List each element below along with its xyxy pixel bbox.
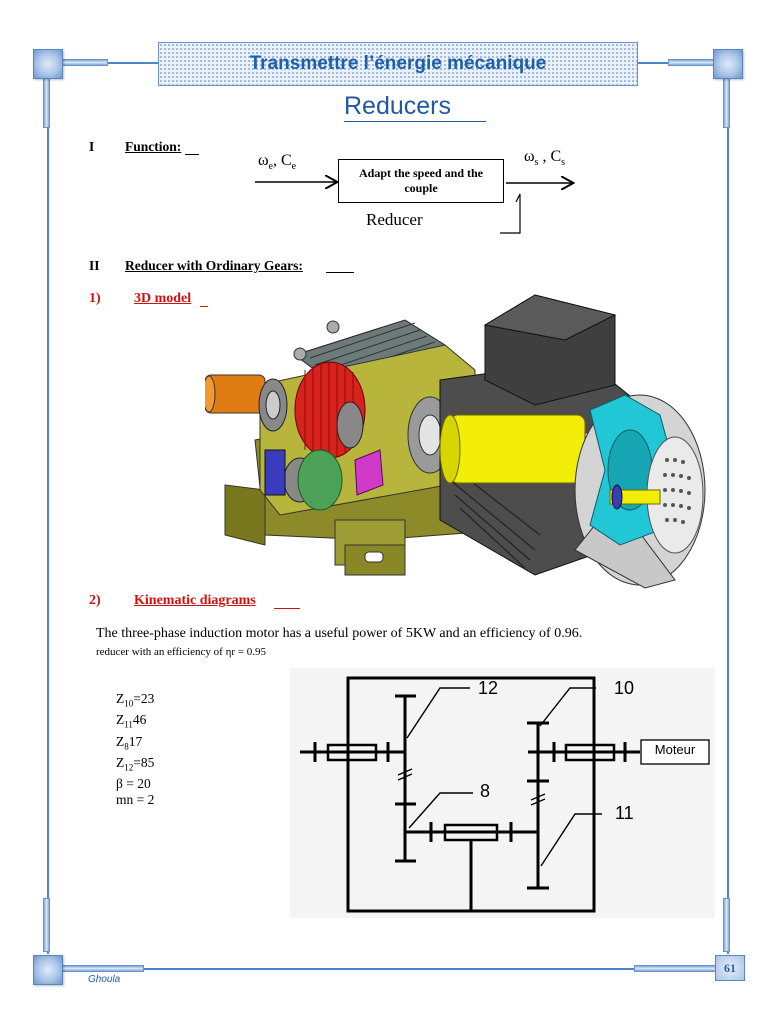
banner-title: Transmettre l’énergie mécanique [249, 53, 547, 74]
title-banner: Transmettre l’énergie mécanique [158, 42, 638, 86]
reducer-3d-model [205, 294, 706, 589]
corner-ornament-top-right [713, 49, 743, 79]
gear-label-12: 12 [478, 678, 499, 698]
section2-heading: Reducer with Ordinary Gears: [125, 258, 303, 273]
page-number: 61 [715, 955, 745, 981]
function-box: Adapt the speed and the couple [338, 159, 504, 203]
param-z12: Z12=85 [116, 754, 155, 773]
function-diagram-arrows [255, 150, 590, 234]
gear-label-8: 8 [480, 781, 491, 801]
motor-paragraph: The three-phase induction motor has a us… [96, 626, 583, 641]
sub1-heading: 3D model [134, 291, 192, 306]
page-title: Reducers [344, 92, 451, 120]
input-label: ωe, Ce [258, 152, 297, 173]
frame-top-line-left [62, 62, 158, 64]
section1-heading-trail [185, 154, 199, 155]
corner-tail-br-h [634, 965, 716, 972]
page-title-underline [344, 121, 486, 122]
reducer-efficiency-text: reducer with an efficiency of ηr = 0.95 [96, 646, 266, 658]
param-mn: mn = 2 [116, 791, 155, 807]
gear-label-11: 11 [615, 803, 634, 823]
output-label: ωs , Cs [524, 148, 566, 169]
author-name: Ghoula [88, 974, 121, 985]
sub2-number: 2) [89, 593, 101, 608]
param-z8: Z817 [116, 733, 143, 752]
corner-tail-br [723, 898, 730, 952]
corner-tail-bl [43, 898, 50, 952]
frame-right-line [727, 84, 729, 954]
param-z10: Z10=23 [116, 691, 155, 709]
gear-label-10: 10 [614, 678, 635, 698]
corner-tail-bl-h [60, 965, 144, 972]
corner-ornament-bottom-left [33, 955, 63, 985]
corner-tail-tl [43, 74, 50, 128]
section2-heading-trail [326, 272, 354, 273]
sub1-number: 1) [89, 291, 101, 306]
section1-heading: Function: [125, 139, 182, 154]
kinematic-diagram [290, 668, 715, 918]
motor-label: Moteur [654, 742, 696, 757]
sub2-heading-trail [274, 608, 300, 609]
sub2-heading: Kinematic diagrams [134, 593, 256, 608]
section1-number: I [89, 139, 95, 154]
reducer-caption: Reducer [366, 210, 423, 229]
sub1-heading-trail [200, 306, 208, 307]
corner-tail-tr [723, 74, 730, 128]
corner-tail-tl-h [56, 59, 108, 66]
param-beta: β = 20 [116, 776, 151, 792]
function-box-line1: Adapt the speed and the [358, 166, 484, 180]
section2-number: II [89, 258, 100, 273]
param-z11: Z1146 [116, 712, 147, 730]
frame-left-line [47, 84, 49, 954]
gear-parameters: Z10=23 Z1146 Z817 Z12=85 β = 20 mn = 2 [116, 691, 154, 807]
frame-bottom-line [62, 968, 712, 970]
corner-ornament-top-left [33, 49, 63, 79]
function-box-line2: couple [404, 181, 438, 195]
